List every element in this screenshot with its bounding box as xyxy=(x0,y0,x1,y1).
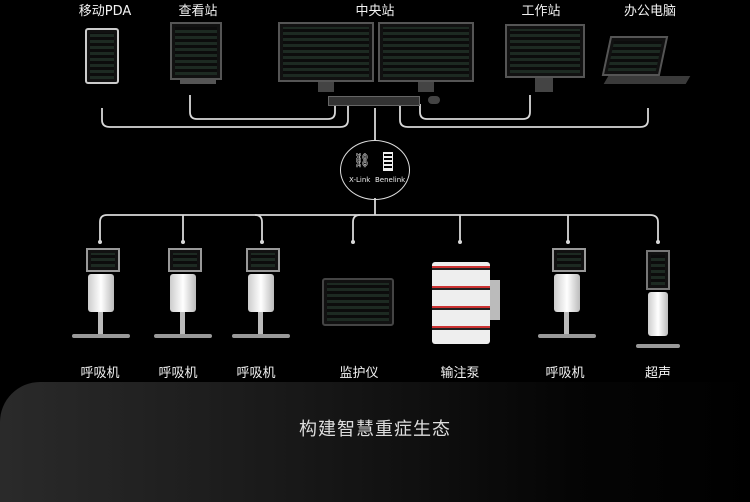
benelink-module-icon xyxy=(383,152,393,171)
label-central-station: 中央站 xyxy=(355,4,395,19)
viewing-station-icon xyxy=(170,22,222,80)
ventilator-icon xyxy=(168,248,202,272)
ventilator-icon xyxy=(552,248,586,272)
workstation-stand xyxy=(535,78,553,92)
hub-label-xlink: X-Link xyxy=(349,176,371,184)
central-station-icon xyxy=(278,22,374,82)
label-ultrasound: 超声 xyxy=(644,366,672,381)
label-monitor: 监护仪 xyxy=(339,366,379,381)
keyboard-icon xyxy=(328,96,420,106)
connection-lines xyxy=(98,95,660,244)
central-station-icon-2 xyxy=(378,22,474,82)
laptop-icon xyxy=(601,36,669,76)
mouse-icon xyxy=(428,96,440,104)
monitor-stand-2 xyxy=(418,82,434,92)
label-infusion-pump: 输注泵 xyxy=(440,366,480,381)
label-workstation: 工作站 xyxy=(521,4,561,19)
monitor-stand xyxy=(318,82,334,92)
label-pda: 移动PDA xyxy=(78,4,132,19)
label-ventilator-4: 呼吸机 xyxy=(545,366,585,381)
hub-label-benelink: Benelink xyxy=(375,176,406,184)
label-viewing-station: 查看站 xyxy=(178,4,218,19)
ventilator-icon xyxy=(246,248,280,272)
viewing-station-stand xyxy=(180,80,216,84)
workstation-icon xyxy=(505,24,585,78)
footer-title: 构建智慧重症生态 xyxy=(299,419,451,440)
label-office-pc: 办公电脑 xyxy=(623,4,677,19)
laptop-keyboard xyxy=(603,76,691,84)
hub-circle: ⛓ X-Link Benelink xyxy=(340,140,410,200)
label-ventilator-2: 呼吸机 xyxy=(158,366,198,381)
label-ventilator-1: 呼吸机 xyxy=(80,366,120,381)
pda-icon xyxy=(85,28,119,84)
monitor-icon xyxy=(322,278,394,326)
ventilator-icon xyxy=(86,248,120,272)
chain-link-icon: ⛓ xyxy=(353,153,371,169)
label-ventilator-3: 呼吸机 xyxy=(236,366,276,381)
